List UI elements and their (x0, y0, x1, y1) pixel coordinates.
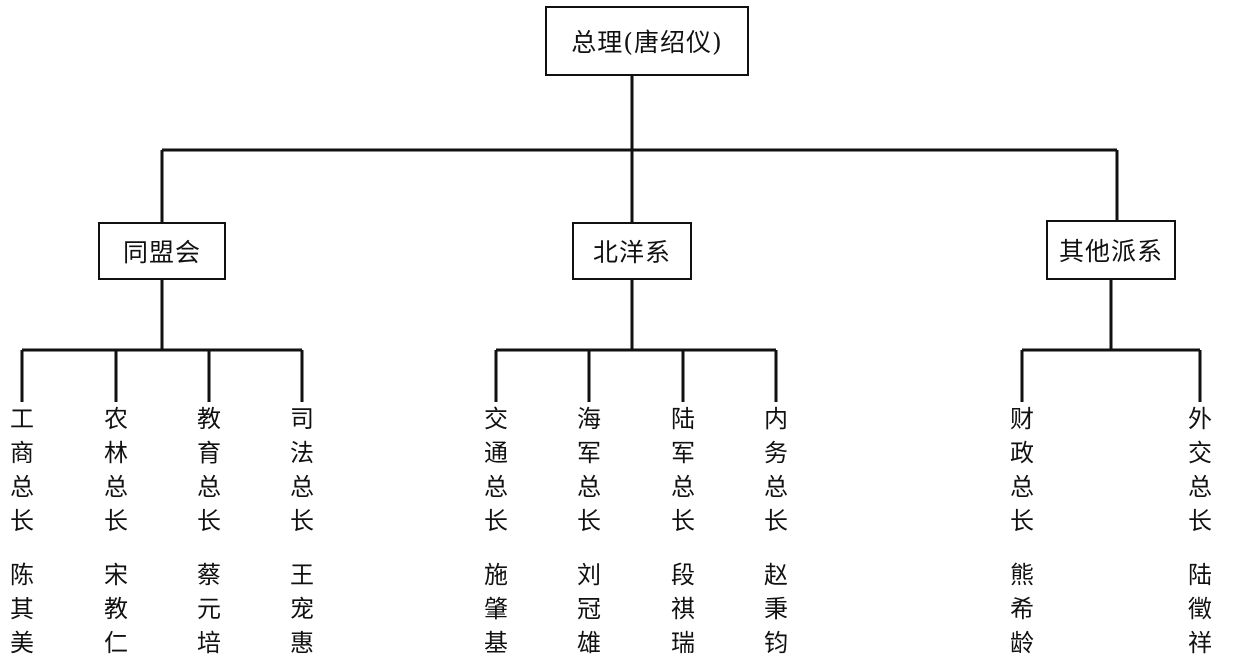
faction-label: 其他派系 (1058, 237, 1163, 266)
minister-name: 王宠惠 (290, 561, 314, 657)
faction-node-tongmenghui: 同盟会 (98, 222, 226, 280)
faction-label: 同盟会 (122, 238, 201, 267)
ministry-title: 教育总长 (197, 405, 221, 535)
ministry-title: 海军总长 (577, 405, 601, 535)
ministry-title: 陆军总长 (671, 405, 695, 535)
root-label: 总理(唐绍仪) (571, 28, 723, 57)
faction-label: 北洋系 (592, 238, 671, 267)
minister-name: 段祺瑞 (671, 561, 695, 657)
minister-name: 施肇基 (484, 561, 508, 657)
root-node-premier: 总理(唐绍仪) (545, 6, 749, 76)
ministry-title: 司法总长 (290, 405, 314, 535)
minister-name: 蔡元培 (197, 561, 221, 657)
minister-name: 宋教仁 (104, 561, 128, 657)
ministry-title: 外交总长 (1188, 405, 1212, 535)
minister-name: 陆徵祥 (1188, 561, 1212, 657)
minister-name: 刘冠雄 (577, 561, 601, 657)
ministry-title: 财政总长 (1010, 405, 1034, 535)
ministry-title: 工商总长 (10, 405, 34, 535)
ministry-title: 农林总长 (104, 405, 128, 535)
ministry-title: 内务总长 (764, 405, 788, 535)
minister-name: 陈其美 (10, 561, 34, 657)
minister-name: 赵秉钧 (764, 561, 788, 657)
faction-node-others: 其他派系 (1046, 220, 1176, 280)
ministry-title: 交通总长 (484, 405, 508, 535)
faction-node-beiyang: 北洋系 (572, 222, 692, 280)
minister-name: 熊希龄 (1010, 561, 1034, 657)
